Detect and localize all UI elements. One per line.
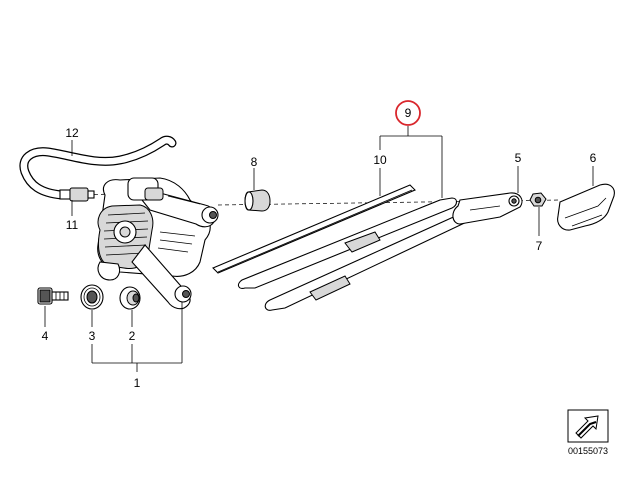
callout-10: 10	[373, 153, 387, 167]
callout-9: 9	[405, 106, 412, 120]
bolt-part	[37, 287, 69, 305]
callout-5: 5	[515, 151, 522, 165]
hose-part	[19, 135, 177, 200]
callout-2: 2	[129, 329, 136, 343]
callout-8: 8	[251, 155, 258, 169]
wiper-blade-part	[212, 184, 458, 289]
cover-cap-part	[557, 183, 615, 231]
callout-11: 11	[66, 218, 79, 232]
callout-6: 6	[590, 151, 597, 165]
diagram-id: 00155073	[568, 446, 608, 456]
assembly-axis-line	[217, 199, 561, 206]
callout-1: 1	[134, 376, 141, 390]
callout-12: 12	[65, 126, 79, 140]
callout-9-highlight-ring	[395, 100, 421, 126]
cap-part	[244, 189, 271, 212]
bushing-part	[119, 286, 141, 310]
grommet-part	[80, 284, 104, 310]
diagram-id-box: 00155073	[567, 409, 609, 456]
callout-7: 7	[536, 239, 543, 253]
callout-3: 3	[89, 329, 96, 343]
arrow-icon	[575, 415, 599, 439]
wiper-motor-assembly	[97, 177, 219, 310]
wiper-arm-part	[264, 192, 523, 311]
connector-part	[59, 187, 119, 202]
nut-part	[529, 192, 547, 207]
callout-4: 4	[42, 329, 49, 343]
